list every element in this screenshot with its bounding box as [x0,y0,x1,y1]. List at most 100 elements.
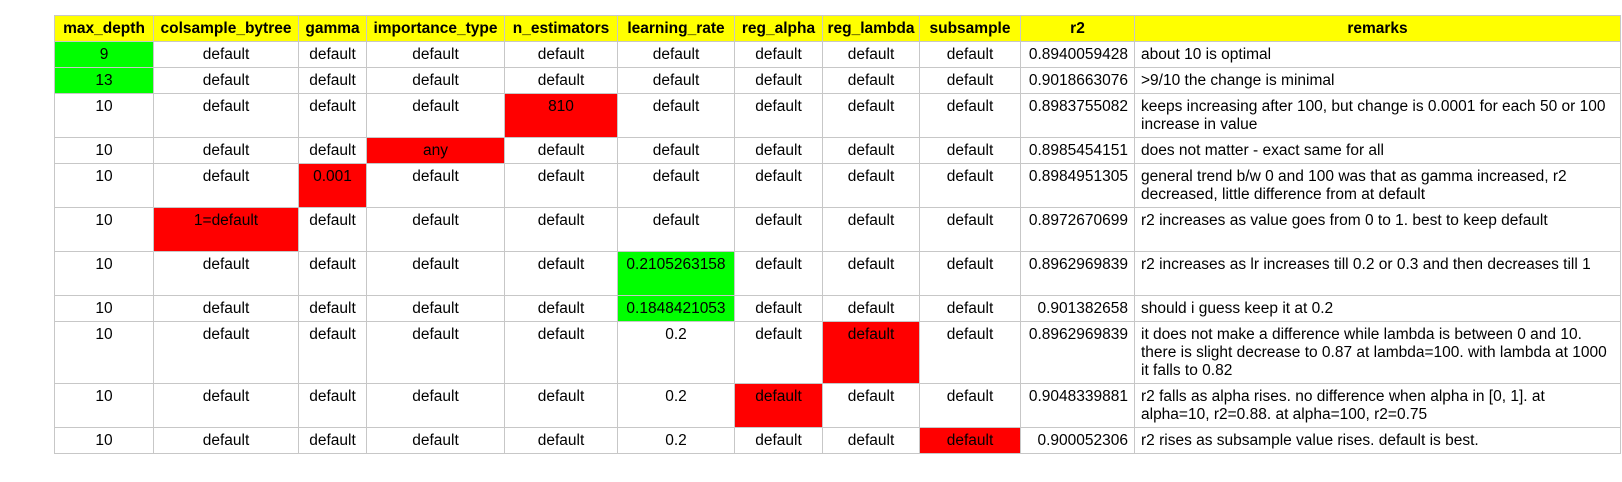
cell-n-estimators[interactable]: default [504,163,618,208]
cell-r2[interactable]: 0.8972670699 [1020,207,1135,252]
cell-n-estimators[interactable]: default [504,67,618,94]
cell-importance-type[interactable]: default [366,383,505,428]
cell-reg-lambda[interactable]: default [822,383,920,428]
cell-r2[interactable]: 0.901382658 [1020,295,1135,322]
cell-colsample-bytree[interactable]: 1=default [153,207,299,252]
cell-learning-rate[interactable]: default [617,137,735,164]
column-header-r2[interactable]: r2 [1020,15,1135,42]
cell-reg-lambda[interactable]: default [822,427,920,454]
cell-learning-rate[interactable]: 0.1848421053 [617,295,735,322]
cell-n-estimators[interactable]: default [504,295,618,322]
cell-reg-alpha[interactable]: default [734,383,823,428]
cell-learning-rate[interactable]: default [617,67,735,94]
cell-remarks[interactable]: does not matter - exact same for all [1134,137,1621,164]
cell-n-estimators[interactable]: default [504,137,618,164]
cell-r2[interactable]: 0.8984951305 [1020,163,1135,208]
cell-subsample[interactable]: default [919,67,1021,94]
column-header-n-estimators[interactable]: n_estimators [504,15,618,42]
cell-n-estimators[interactable]: 810 [504,93,618,138]
cell-subsample[interactable]: default [919,137,1021,164]
cell-reg-alpha[interactable]: default [734,67,823,94]
cell-r2[interactable]: 0.900052306 [1020,427,1135,454]
cell-remarks[interactable]: r2 increases as lr increases till 0.2 or… [1134,251,1621,296]
column-header-colsample-bytree[interactable]: colsample_bytree [153,15,299,42]
cell-n-estimators[interactable]: default [504,207,618,252]
cell-n-estimators[interactable]: default [504,41,618,68]
cell-gamma[interactable]: 0.001 [298,163,367,208]
cell-reg-alpha[interactable]: default [734,295,823,322]
cell-subsample[interactable]: default [919,427,1021,454]
cell-subsample[interactable]: default [919,41,1021,68]
cell-gamma[interactable]: default [298,207,367,252]
cell-gamma[interactable]: default [298,67,367,94]
cell-colsample-bytree[interactable]: default [153,93,299,138]
cell-learning-rate[interactable]: 0.2 [617,321,735,384]
cell-r2[interactable]: 0.8985454151 [1020,137,1135,164]
column-header-max-depth[interactable]: max_depth [54,15,154,42]
column-header-importance-type[interactable]: importance_type [366,15,505,42]
cell-learning-rate[interactable]: default [617,163,735,208]
cell-n-estimators[interactable]: default [504,383,618,428]
cell-learning-rate[interactable]: default [617,207,735,252]
cell-importance-type[interactable]: default [366,321,505,384]
cell-gamma[interactable]: default [298,427,367,454]
cell-importance-type[interactable]: any [366,137,505,164]
cell-max-depth[interactable]: 13 [54,67,154,94]
cell-remarks[interactable]: should i guess keep it at 0.2 [1134,295,1621,322]
cell-subsample[interactable]: default [919,383,1021,428]
cell-remarks[interactable]: >9/10 the change is minimal [1134,67,1621,94]
cell-r2[interactable]: 0.8962969839 [1020,321,1135,384]
cell-max-depth[interactable]: 10 [54,251,154,296]
cell-reg-alpha[interactable]: default [734,321,823,384]
cell-importance-type[interactable]: default [366,163,505,208]
cell-importance-type[interactable]: default [366,427,505,454]
cell-reg-alpha[interactable]: default [734,93,823,138]
cell-reg-alpha[interactable]: default [734,207,823,252]
cell-importance-type[interactable]: default [366,67,505,94]
cell-remarks[interactable]: about 10 is optimal [1134,41,1621,68]
cell-r2[interactable]: 0.8962969839 [1020,251,1135,296]
cell-gamma[interactable]: default [298,383,367,428]
column-header-reg-lambda[interactable]: reg_lambda [822,15,920,42]
cell-r2[interactable]: 0.8983755082 [1020,93,1135,138]
cell-gamma[interactable]: default [298,251,367,296]
cell-colsample-bytree[interactable]: default [153,163,299,208]
cell-max-depth[interactable]: 10 [54,383,154,428]
cell-n-estimators[interactable]: default [504,251,618,296]
cell-max-depth[interactable]: 10 [54,321,154,384]
cell-learning-rate[interactable]: default [617,41,735,68]
cell-importance-type[interactable]: default [366,251,505,296]
cell-reg-alpha[interactable]: default [734,427,823,454]
cell-n-estimators[interactable]: default [504,427,618,454]
cell-colsample-bytree[interactable]: default [153,41,299,68]
cell-subsample[interactable]: default [919,207,1021,252]
cell-subsample[interactable]: default [919,163,1021,208]
cell-colsample-bytree[interactable]: default [153,67,299,94]
cell-remarks[interactable]: it does not make a difference while lamb… [1134,321,1621,384]
cell-subsample[interactable]: default [919,93,1021,138]
cell-max-depth[interactable]: 10 [54,163,154,208]
cell-learning-rate[interactable]: 0.2 [617,427,735,454]
cell-reg-lambda[interactable]: default [822,41,920,68]
column-header-learning-rate[interactable]: learning_rate [617,15,735,42]
cell-colsample-bytree[interactable]: default [153,383,299,428]
column-header-remarks[interactable]: remarks [1134,15,1621,42]
cell-importance-type[interactable]: default [366,295,505,322]
cell-max-depth[interactable]: 10 [54,93,154,138]
cell-max-depth[interactable]: 10 [54,427,154,454]
cell-remarks[interactable]: r2 rises as subsample value rises. defau… [1134,427,1621,454]
cell-max-depth[interactable]: 10 [54,295,154,322]
cell-learning-rate[interactable]: default [617,93,735,138]
cell-colsample-bytree[interactable]: default [153,251,299,296]
cell-remarks[interactable]: r2 falls as alpha rises. no difference w… [1134,383,1621,428]
cell-colsample-bytree[interactable]: default [153,295,299,322]
cell-reg-lambda[interactable]: default [822,321,920,384]
cell-colsample-bytree[interactable]: default [153,427,299,454]
cell-gamma[interactable]: default [298,137,367,164]
cell-max-depth[interactable]: 10 [54,137,154,164]
cell-importance-type[interactable]: default [366,93,505,138]
cell-reg-lambda[interactable]: default [822,295,920,322]
cell-r2[interactable]: 0.8940059428 [1020,41,1135,68]
cell-reg-alpha[interactable]: default [734,163,823,208]
cell-importance-type[interactable]: default [366,41,505,68]
